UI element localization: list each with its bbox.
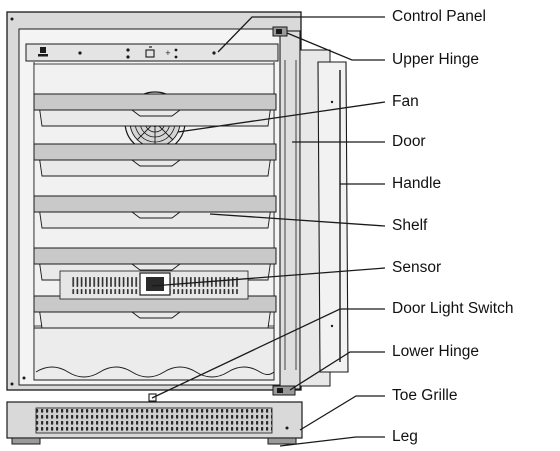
label-shelf: Shelf — [392, 217, 428, 234]
leg — [11, 437, 297, 445]
handle — [317, 61, 349, 373]
leader-shelf — [209, 213, 386, 227]
leader-toe-grille — [299, 395, 385, 431]
shelves — [33, 93, 277, 329]
shelf-5 — [33, 295, 277, 329]
shelf-1 — [33, 93, 277, 127]
label-sensor: Sensor — [392, 259, 442, 276]
leader-control-panel — [217, 16, 385, 53]
svg-text:+: + — [165, 49, 171, 57]
upper-hinge — [272, 26, 288, 37]
sensor — [139, 272, 171, 296]
label-toe-grille: Toe Grille — [392, 387, 458, 404]
leader-sensor — [151, 267, 386, 287]
leader-door-light-switch — [151, 308, 385, 399]
label-control-panel: Control Panel — [392, 8, 486, 25]
label-upper-hinge: Upper Hinge — [392, 51, 480, 68]
bottom-bin — [33, 327, 275, 381]
label-leg: Leg — [392, 428, 418, 445]
leader-leg — [279, 436, 385, 447]
leader-fan — [177, 101, 386, 133]
shelf-2 — [33, 143, 277, 177]
control-panel: + — [25, 43, 279, 62]
label-door-light-switch: Door Light Switch — [392, 300, 514, 317]
leader-lines — [151, 16, 386, 447]
label-fan: Fan — [392, 93, 419, 110]
label-door: Door — [392, 133, 426, 150]
label-handle: Handle — [392, 175, 442, 192]
leader-lower-hinge — [289, 351, 385, 391]
shelf-3 — [33, 195, 277, 229]
toe-grille — [6, 401, 303, 439]
leader-upper-hinge — [286, 32, 385, 61]
lower-hinge — [272, 385, 296, 396]
label-lower-hinge: Lower Hinge — [392, 343, 480, 360]
